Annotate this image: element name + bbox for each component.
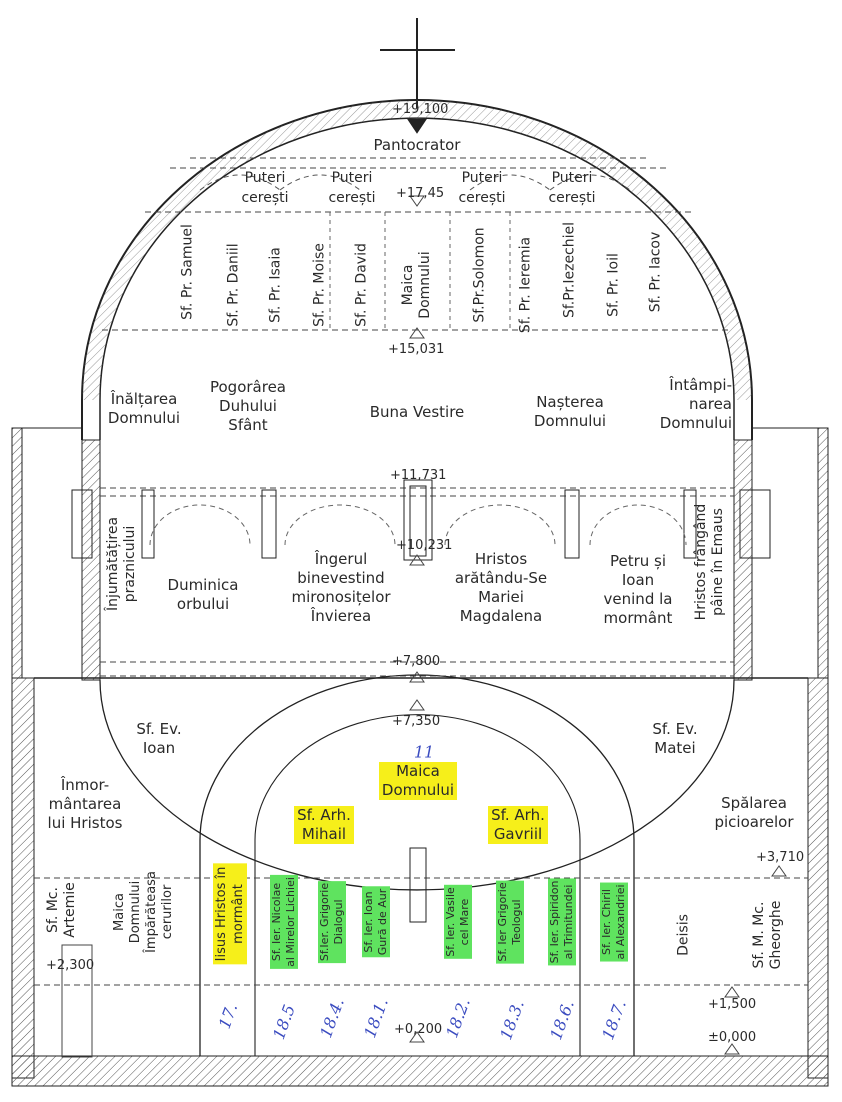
- chiril-text: Sf. Ier. Chiril al Alexandriei: [600, 882, 628, 962]
- elevation-17-45: +17,45: [396, 186, 445, 201]
- windows: [71, 479, 771, 923]
- prophet-moise: Sf. Pr. Moise: [311, 243, 328, 327]
- duminica-orbului: Duminica orbului: [167, 576, 239, 613]
- handwritten-11: 11: [413, 742, 435, 762]
- dome-maica-domnului: Maica Domnului: [400, 251, 433, 319]
- hristos-aratandu-se: Hristos arătându-Se Mariei Magdalena: [454, 550, 548, 625]
- feast-nasterea: Nașterea Domnului: [533, 393, 607, 430]
- ev-ioan: Sf. Ev. Ioan: [136, 720, 182, 757]
- window-arcs: [149, 504, 687, 546]
- arh-mihail: Sf. Arh. Mihail: [282, 806, 366, 844]
- right-lower-wall: [807, 677, 829, 1079]
- elevation-top: +19,100: [392, 102, 449, 117]
- inmormantarea: Înmor- mântarea lui Hristos: [47, 776, 123, 832]
- puteri-1: Puteri cerești: [241, 170, 289, 206]
- prophet-daniil: Sf. Pr. Daniil: [225, 243, 242, 327]
- ier-grigorie-teologul: Sf. Ier Grigorie Teologul: [496, 880, 524, 964]
- puteri-arcs: [199, 174, 631, 191]
- arh-gavriil-text: Sf. Arh. Gavriil: [488, 806, 548, 844]
- cross-icon: [380, 18, 455, 134]
- grigorie-teologul-text: Sf. Ier Grigorie Teologul: [496, 880, 524, 964]
- puteri-4: Puteri cerești: [548, 170, 596, 206]
- elevation-7-800: +7,800: [392, 654, 441, 669]
- prophet-ioil: Sf. Pr. Ioil: [605, 253, 622, 317]
- iisus-text: Iisus Hristos în mormânt: [213, 863, 247, 965]
- mc-gheorghe: Sf. M. Mc. Gheorghe: [751, 900, 784, 970]
- elevation-1-500: +1,500: [708, 997, 757, 1012]
- iisus-in-mormant: Iisus Hristos în mormânt: [213, 863, 247, 965]
- apse-maica-domnului: Maica Domnului: [376, 762, 460, 800]
- elevation-markers: [409, 195, 787, 1055]
- left-lower-wall: [11, 677, 35, 1079]
- arh-mihail-text: Sf. Arh. Mihail: [294, 806, 354, 844]
- prophet-ieremia: Sf. Pr. Ieremia: [517, 236, 534, 334]
- arh-gavriil: Sf. Arh. Gavriil: [476, 806, 560, 844]
- ier-chiril: Sf. Ier. Chiril al Alexandriei: [600, 882, 628, 962]
- prophet-iacov: Sf. Pr. Iacov: [647, 231, 664, 313]
- left-side-wall: [11, 427, 23, 679]
- ier-spiridon: Sf. Ier. Spiridon al Trimitundei: [548, 878, 576, 966]
- deisis: Deisis: [675, 914, 692, 956]
- spalarea-picioarelor: Spălarea picioarelor: [714, 794, 794, 831]
- artemie-niche: [61, 944, 93, 1058]
- right-side-wall: [817, 427, 829, 679]
- elevation-2-300: +2,300: [46, 958, 95, 973]
- maica-imparateasa: Maica Domnului Împărăteasa cerurilor: [112, 871, 175, 953]
- prophet-david: Sf. Pr. David: [353, 243, 370, 327]
- vasile-text: Sf. Ier. Vasile cel Mare: [444, 885, 472, 959]
- ier-nicolae: Sf. Ier. Nicolae al Mirelor Lichiei: [270, 875, 298, 969]
- prophet-dividers: [329, 212, 511, 330]
- petru-si-ioan: Petru și Ioan venind la mormânt: [603, 552, 673, 627]
- prophet-isaia: Sf. Pr. Isaia: [267, 247, 284, 323]
- pantocrator-label: Pantocrator: [373, 136, 461, 154]
- injumatatirea-praznicului: Înjumătățirea praznicului: [105, 516, 138, 612]
- puteri-2: Puteri cerești: [328, 170, 376, 206]
- prophet-solomon: Sf.Pr.Solomon: [471, 227, 488, 323]
- level-lines: [34, 157, 808, 986]
- ier-vasile: Sf. Ier. Vasile cel Mare: [444, 885, 472, 959]
- elevation-7-350: +7,350: [392, 714, 441, 729]
- apse-arch: [99, 679, 735, 891]
- ier-grigorie-dialogul: Sf.Ier. Grigorie Dialogul: [318, 880, 346, 964]
- nicolae-text: Sf. Ier. Nicolae al Mirelor Lichiei: [270, 875, 298, 969]
- ioan-text: Sf. Ier. Ioan Gură de Aur: [362, 886, 390, 958]
- right-drum-wall: [733, 439, 753, 681]
- elevation-10-231: +10,231: [396, 538, 453, 553]
- grigorie-dialogul-text: Sf.Ier. Grigorie Dialogul: [318, 880, 346, 964]
- spiridon-text: Sf. Ier. Spiridon al Trimitundei: [548, 878, 576, 966]
- elevation-15-031: +15,031: [388, 342, 445, 357]
- ier-ioan: Sf. Ier. Ioan Gură de Aur: [362, 886, 390, 958]
- mc-artemie: Sf. Mc. Artemie: [45, 882, 78, 938]
- ev-matei: Sf. Ev. Matei: [652, 720, 698, 757]
- elevation-3-710: +3,710: [756, 850, 805, 865]
- feast-pogorarea: Pogorârea Duhului Sfânt: [209, 378, 286, 434]
- feast-inaltarea: Înălțarea Domnului: [107, 390, 181, 427]
- feast-intampinarea: Întâmpi- narea Domnului: [659, 376, 732, 432]
- left-drum-wall: [81, 439, 101, 681]
- prophet-samuel: Sf. Pr. Samuel: [179, 224, 196, 320]
- feast-buna-vestire: Buna Vestire: [369, 403, 465, 421]
- apse-maica-text: Maica Domnului: [378, 762, 458, 800]
- elevation-11-731: +11,731: [390, 468, 447, 483]
- elevation-0-000: ±0,000: [708, 1030, 757, 1045]
- puteri-3: Puteri cerești: [458, 170, 506, 206]
- inner-apse-arch-2: [254, 714, 581, 1056]
- elevation-0-200: +0,200: [394, 1022, 443, 1037]
- prophet-iezechiel: Sf.Pr.Iezechiel: [561, 221, 578, 319]
- floor: [11, 1055, 829, 1087]
- ingerul-binevestind: Îngerul binevestind mironosițelor Învier…: [291, 550, 391, 625]
- hristos-emaus: Hristos frângând pâine în Emaus: [693, 503, 726, 621]
- inner-apse-arch: [199, 674, 635, 1056]
